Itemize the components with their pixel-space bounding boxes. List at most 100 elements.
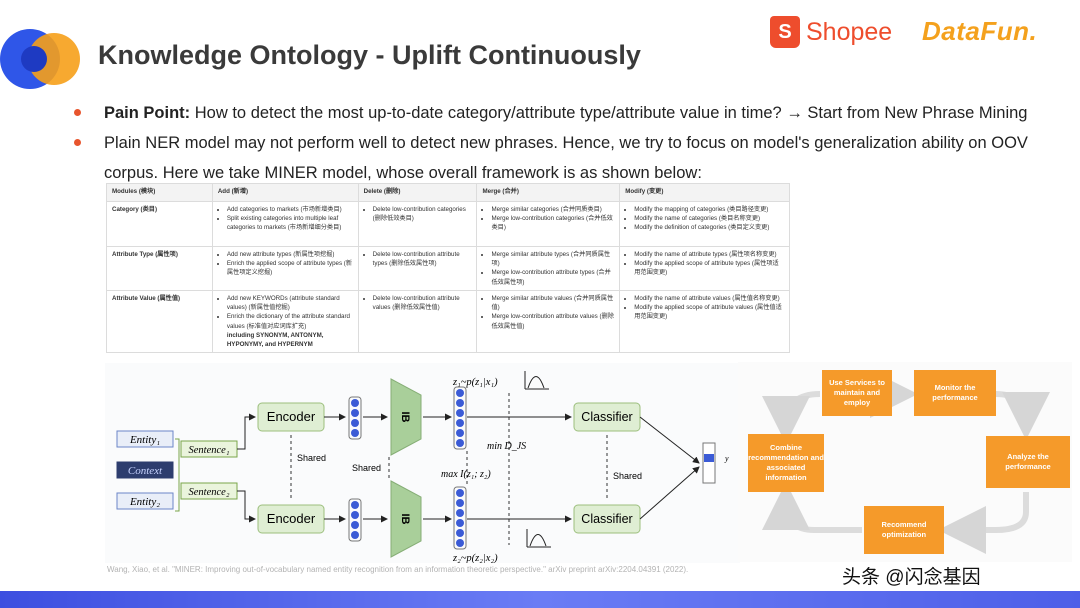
ops-cycle-diagram: Use Services to maintain and employ Moni… bbox=[738, 362, 1072, 562]
list-item: Merge similar attribute values (合并同质属性值) bbox=[491, 294, 614, 312]
add-cell: Add new attribute types (新属性项挖掘)Enrich t… bbox=[211, 246, 359, 291]
max-mi-label: max I(z₁; z₂) bbox=[441, 469, 491, 480]
watermark: 头条 @闪念基因 bbox=[842, 567, 981, 588]
list-item: Merge similar attribute types (合并同质属性项) bbox=[491, 250, 614, 268]
shared-label: Shared bbox=[297, 453, 326, 463]
module-cell: Attribute Value (属性值) bbox=[106, 289, 213, 354]
page-title: Knowledge Ontology - Uplift Continuously bbox=[98, 40, 641, 70]
list-item: Add categories to markets (市场新增类目) bbox=[227, 205, 353, 214]
table-header-row: Modules (模块) Add (新增) Delete (删除) Merge … bbox=[106, 183, 790, 202]
vector-bottom-2 bbox=[453, 486, 467, 550]
add-cell: Add new KEYWORDs (attribute standard val… bbox=[211, 289, 359, 354]
bullet-dot-icon bbox=[74, 139, 81, 146]
recommend-box: Recommend optimization bbox=[864, 506, 944, 554]
ib-bottom bbox=[390, 480, 422, 558]
modify-cell: Modify the mapping of categories (类目路径变更… bbox=[619, 201, 790, 247]
bullet-label: Pain Point: bbox=[104, 104, 191, 122]
delete-cell: Delete low-contribution attribute types … bbox=[357, 246, 478, 291]
column-header: Delete (删除) bbox=[357, 183, 478, 202]
encoder-label: Encoder bbox=[267, 409, 316, 424]
entity1-box bbox=[116, 430, 174, 448]
ib-label: IB bbox=[399, 412, 411, 423]
distribution-bottom-icon bbox=[526, 529, 551, 548]
datafun-logo: DataFun. bbox=[922, 16, 1038, 46]
list-item: Add new attribute types (新属性项挖掘) bbox=[227, 250, 353, 259]
module-cell: Attribute Type (属性项) bbox=[106, 246, 213, 291]
modify-cell: Modify the name of attribute types (属性项名… bbox=[619, 246, 790, 291]
list-item: Modify the applied scope of attribute va… bbox=[634, 303, 784, 321]
list-item: Delete low-contribution attribute values… bbox=[373, 294, 472, 312]
column-header: Modify (变更) bbox=[619, 183, 790, 202]
list-item: Merge low-contribution attribute types (… bbox=[491, 268, 614, 286]
bottom-bar bbox=[0, 591, 1080, 608]
cycle-arrows bbox=[762, 370, 1050, 554]
shopee-bag-icon: S bbox=[770, 16, 800, 48]
shopee-logo: S Shopee bbox=[770, 16, 892, 48]
entity2-label: Entity₂ bbox=[129, 496, 160, 508]
column-header: Modules (模块) bbox=[106, 183, 213, 202]
bullet-text: How to detect the most up-to-date catego… bbox=[190, 104, 1028, 122]
list-item: Modify the applied scope of attribute ty… bbox=[634, 259, 784, 277]
output-vector bbox=[702, 442, 716, 484]
z2-label: z₂~p(z₂|x₂) bbox=[452, 553, 498, 563]
list-item: including SYNONYM, ANTONYM, HYPONYMY, an… bbox=[226, 331, 324, 349]
ib-top bbox=[390, 378, 422, 456]
distribution-top-icon bbox=[524, 371, 549, 390]
list-item: Modify the name of categories (类目名称变更) bbox=[634, 214, 784, 223]
vector-top-2 bbox=[453, 386, 467, 450]
merge-cell: Merge similar attribute values (合并同质属性值)… bbox=[476, 289, 621, 354]
y-label: y bbox=[724, 454, 729, 463]
list-item: Delete low-contribution categories (删除低效… bbox=[373, 205, 472, 223]
list-item: Merge similar categories (合并同质类目) bbox=[491, 205, 614, 214]
min-djs-label: min D_JS bbox=[487, 441, 526, 452]
bullet-dot-icon bbox=[74, 109, 81, 116]
ib-label: IB bbox=[399, 514, 411, 525]
delete-cell: Delete low-contribution categories (删除低效… bbox=[357, 201, 478, 247]
combine-box: Combine recommendation and associated in… bbox=[748, 434, 824, 492]
merge-cell: Merge similar categories (合并同质类目)Merge l… bbox=[476, 201, 621, 247]
table-row: Attribute Type (属性项) Add new attribute t… bbox=[106, 246, 790, 291]
bullet-list: Pain Point: How to detect the most up-to… bbox=[74, 98, 1064, 188]
bullet-pain-point: Pain Point: How to detect the most up-to… bbox=[74, 98, 1064, 128]
monitor-box: Monitor the performance bbox=[914, 370, 996, 416]
context-label: Context bbox=[128, 465, 163, 477]
classifier-label: Classifier bbox=[581, 410, 632, 424]
list-item: Enrich the applied scope of attribute ty… bbox=[227, 259, 353, 277]
list-item: Modify the mapping of categories (类目路径变更… bbox=[634, 205, 784, 214]
list-item: Merge low-contribution attribute values … bbox=[491, 312, 614, 330]
column-header: Add (新增) bbox=[211, 183, 359, 202]
list-item: Split existing categories into multiple … bbox=[227, 214, 353, 232]
bullet-ner: Plain NER model may not perform well to … bbox=[74, 128, 1064, 188]
encoder-label: Encoder bbox=[267, 511, 316, 526]
vector-bottom-1 bbox=[348, 498, 362, 542]
add-cell: Add categories to markets (市场新增类目)Split … bbox=[211, 201, 359, 247]
list-item: Modify the name of attribute values (属性值… bbox=[634, 294, 784, 303]
ontology-table: Modules (模块) Add (新增) Delete (删除) Merge … bbox=[106, 183, 790, 354]
table-row: Category (类目) Add categories to markets … bbox=[106, 201, 790, 247]
delete-cell: Delete low-contribution attribute values… bbox=[357, 289, 478, 354]
merge-cell: Merge similar attribute types (合并同质属性项)M… bbox=[476, 246, 621, 291]
logo-circles bbox=[0, 29, 80, 89]
vector-top-1 bbox=[348, 396, 362, 440]
modify-cell: Modify the name of attribute values (属性值… bbox=[619, 289, 790, 354]
sentence1-label: Sentence₁ bbox=[189, 445, 230, 456]
context-box bbox=[116, 461, 174, 479]
table-row: Attribute Value (属性值) Add new KEYWORDs (… bbox=[106, 289, 790, 354]
miner-diagram: Entity₁ Context Entity₂ Sentence₁ Senten… bbox=[105, 363, 740, 563]
list-item: Merge low-contribution categories (合并低效类… bbox=[491, 214, 614, 232]
module-cell: Category (类目) bbox=[106, 201, 213, 247]
list-item: Enrich the dictionary of the attribute s… bbox=[227, 312, 353, 330]
shared-label: Shared bbox=[613, 471, 642, 481]
citation: Wang, Xiao, et al. "MINER: Improving out… bbox=[107, 565, 689, 574]
use-services-box: Use Services to maintain and employ bbox=[822, 370, 892, 416]
shopee-brand-text: Shopee bbox=[806, 17, 893, 46]
sentence2-label: Sentence₂ bbox=[189, 487, 230, 498]
z1-label: z₁~p(z₁|x₁) bbox=[452, 377, 498, 388]
list-item: Modify the name of attribute types (属性项名… bbox=[634, 250, 784, 259]
bullet-text: Plain NER model may not perform well to … bbox=[104, 134, 1028, 182]
entity1-label: Entity₁ bbox=[129, 434, 160, 446]
list-item: Modify the definition of categories (类目定… bbox=[634, 223, 784, 232]
classifier-label: Classifier bbox=[581, 512, 632, 526]
list-item: Delete low-contribution attribute types … bbox=[373, 250, 472, 268]
entity2-box bbox=[116, 492, 174, 510]
